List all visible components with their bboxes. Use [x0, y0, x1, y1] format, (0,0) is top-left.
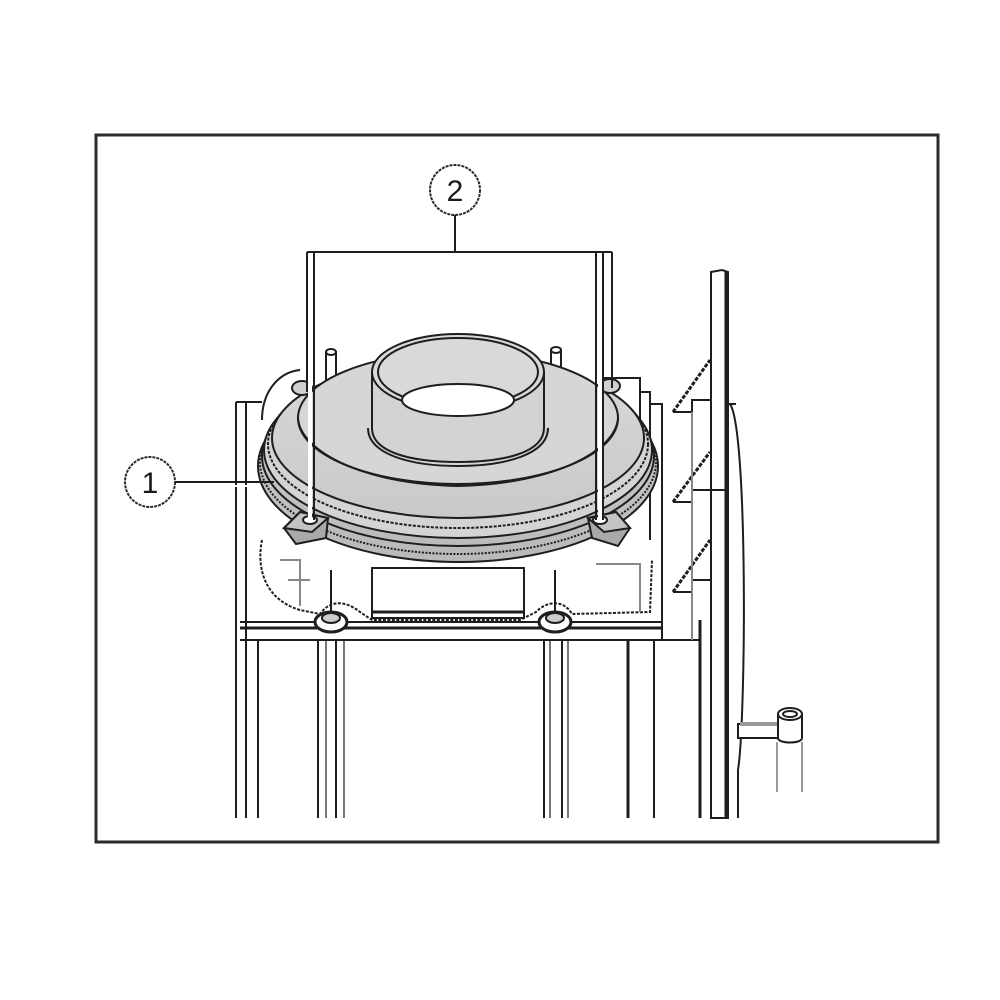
callout-2-circle: [429, 164, 481, 216]
callout-1-label: 1: [142, 467, 159, 500]
callout-2-label: 2: [447, 175, 464, 208]
unit-housing: [235, 391, 700, 818]
lower-tray: [259, 539, 653, 634]
right-bracket: [600, 377, 641, 420]
spigot-collar: [367, 333, 549, 468]
fastening-lug-front-left: [281, 510, 331, 546]
wall-mount-bracket: [671, 268, 803, 819]
fastening-lug-front-right: [585, 510, 632, 548]
pipe-nut-right: [537, 610, 573, 634]
left-bracket: [261, 369, 301, 421]
callout-1: 1: [124, 456, 274, 508]
diagram-frame: [94, 133, 940, 844]
pipe-nut-left: [313, 610, 349, 634]
callout-2: 2: [306, 164, 613, 520]
